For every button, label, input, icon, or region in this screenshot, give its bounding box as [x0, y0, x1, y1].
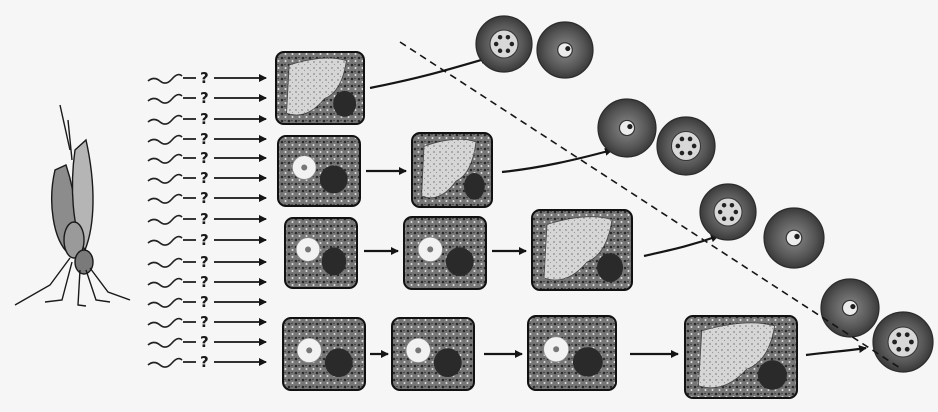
- hepatocyte-icon: [532, 210, 632, 290]
- hepatocyte-icon: [283, 318, 365, 390]
- erythrocyte-icon: [537, 22, 593, 78]
- hepatocyte-icon: [285, 218, 357, 288]
- sporozoite-question-mark: ?: [200, 353, 209, 371]
- sporozoite-question-mark: ?: [200, 293, 209, 311]
- hepatocyte-icon: [412, 133, 492, 207]
- sporozoite-question-mark: ?: [200, 333, 209, 351]
- hepatocyte-icon: [528, 316, 616, 390]
- hepatocyte-icon: [276, 52, 364, 124]
- sporozoite-question-mark: ?: [200, 189, 209, 207]
- sporozoite-question-mark: ?: [200, 210, 209, 228]
- sporozoite-question-mark: ?: [200, 253, 209, 271]
- sporozoite-question-mark: ?: [200, 273, 209, 291]
- erythrocyte-icon: [764, 208, 824, 268]
- erythrocyte-icon: [598, 99, 656, 157]
- erythrocyte-icon: [873, 312, 933, 372]
- sporozoite-question-mark: ?: [200, 231, 209, 249]
- sporozoite-question-mark: ?: [200, 149, 209, 167]
- sporozoite-question-mark: ?: [200, 169, 209, 187]
- sporozoite-question-mark: ?: [200, 89, 209, 107]
- erythrocyte-icon: [700, 184, 756, 240]
- erythrocyte-icon: [657, 117, 715, 175]
- hepatocyte-icon: [392, 318, 474, 390]
- erythrocyte-icon: [821, 279, 879, 337]
- sporozoite-question-mark: ?: [200, 313, 209, 331]
- hepatocyte-icon: [685, 316, 797, 398]
- hepatocyte-icon: [278, 136, 360, 206]
- sporozoite-question-mark: ?: [200, 69, 209, 87]
- hepatocyte-icon: [404, 217, 486, 289]
- sporozoite-question-mark: ?: [200, 130, 209, 148]
- erythrocyte-icon: [476, 16, 532, 72]
- sporozoite-question-mark: ?: [200, 110, 209, 128]
